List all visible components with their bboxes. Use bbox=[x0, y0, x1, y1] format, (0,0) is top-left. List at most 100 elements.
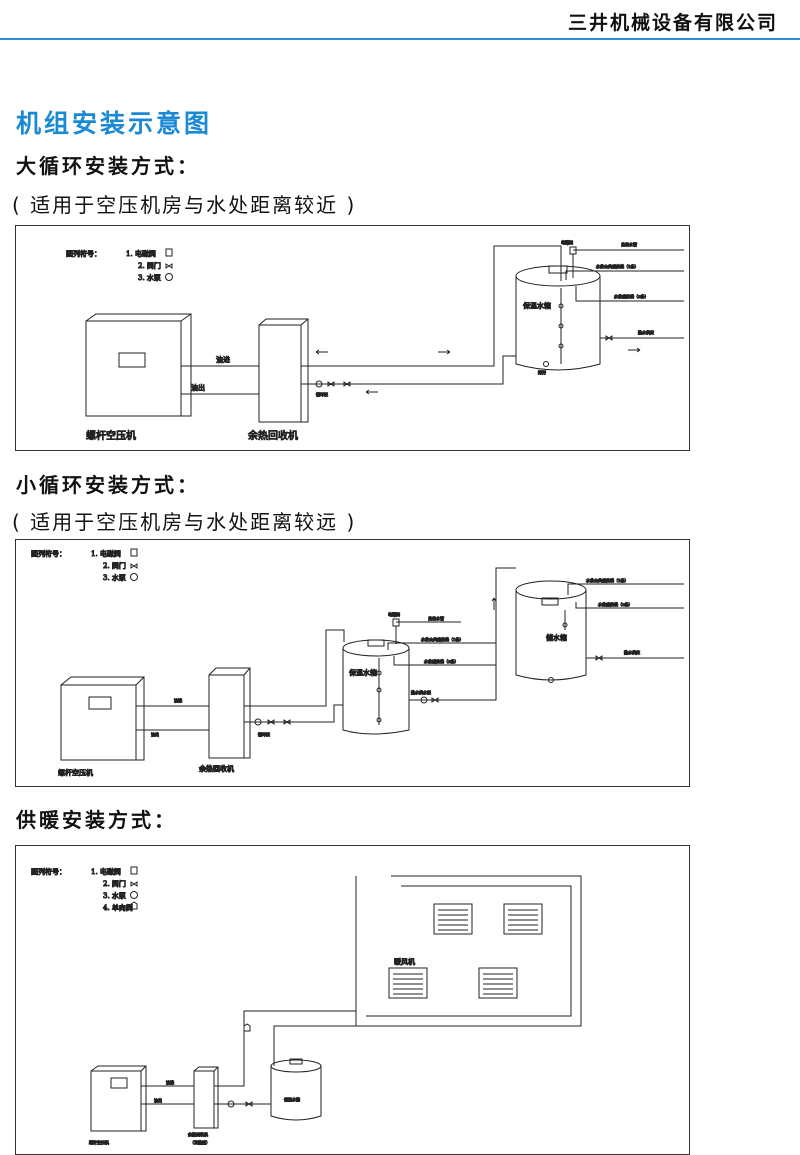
tank-top bbox=[270, 1059, 322, 1073]
level-common-label: 水位公共感应线（1条） bbox=[421, 636, 464, 642]
hot-pump-label: 热水供水泵 bbox=[411, 689, 431, 695]
compressor-display bbox=[88, 696, 112, 710]
valve-icon bbox=[605, 335, 613, 341]
level-sensor bbox=[558, 303, 564, 309]
diagram-small-loop: 图列符号： 1. 电磁阀 2. 阀门 3. 水泵 螺杆空压机 余热回收机 油进 … bbox=[15, 539, 690, 787]
transfer-pipe bbox=[409, 567, 516, 701]
company-name: 三井机械设备有限公司 bbox=[567, 12, 778, 34]
diagram-heating-svg: 图列符号： 1. 电磁阀 2. 阀门 3. 水泵 4. 单向阀 暖风机 bbox=[31, 866, 582, 1146]
heat-recovery-unit bbox=[258, 318, 309, 423]
heating-loop-inner bbox=[366, 885, 572, 1017]
diagram-small-loop-svg: 图列符号： 1. 电磁阀 2. 阀门 3. 水泵 螺杆空压机 余热回收机 油进 … bbox=[31, 548, 684, 778]
compressor-label: 螺杆空压机 bbox=[86, 429, 136, 442]
valve-icon bbox=[431, 697, 439, 703]
level-sense-label-b: 水位感应线（3条） bbox=[598, 601, 633, 607]
return-pipe bbox=[301, 355, 516, 385]
tap-water-label: 自来水管 bbox=[621, 241, 637, 247]
pump-icon bbox=[254, 718, 262, 726]
tank-top bbox=[515, 580, 587, 600]
solenoid-valve-icon bbox=[130, 548, 138, 557]
legend-title: 图列符号： bbox=[31, 867, 66, 876]
valve-icon bbox=[165, 263, 173, 269]
section-subtitle-small-loop: ( 适用于空压机房与水处距离较远 ) bbox=[12, 510, 357, 534]
insulated-tank bbox=[270, 1066, 322, 1121]
level-sense-label: 水位感应线（3条） bbox=[424, 658, 459, 664]
pump-label: 循环泵 bbox=[258, 731, 270, 737]
pump-icon bbox=[130, 891, 138, 899]
tank-label: 保温水箱 bbox=[284, 1096, 300, 1102]
heat-recovery-unit bbox=[193, 1066, 219, 1129]
compressor-display bbox=[118, 352, 146, 368]
compressor-label: 螺杆空压机 bbox=[89, 1139, 109, 1145]
legend-item: 3. 水泵 bbox=[103, 573, 126, 582]
screw-compressor bbox=[90, 1065, 147, 1132]
drain-valve bbox=[543, 361, 549, 367]
legend-item: 4. 单向阀 bbox=[103, 903, 133, 912]
valve-icon bbox=[130, 563, 138, 569]
level-common-line bbox=[387, 642, 496, 650]
hot-water-label: 热水供应 bbox=[624, 649, 640, 655]
diagram-big-loop-svg: 图列符号： 1. 电磁阀 2. 阀门 3. 水泵 螺杆空压机 余热回收机 油进 … bbox=[66, 239, 684, 443]
pump-icon bbox=[420, 696, 428, 704]
section-title-small-loop: 小循环安装方式： bbox=[16, 473, 200, 497]
tank-lid bbox=[548, 265, 568, 274]
unit-heater bbox=[478, 967, 518, 999]
compressor-display bbox=[110, 1077, 128, 1089]
tank-top bbox=[342, 639, 410, 657]
tank-top bbox=[515, 265, 601, 287]
legend-item: 3. 水泵 bbox=[138, 273, 161, 282]
drain-label: 排污 bbox=[538, 369, 546, 375]
solenoid-label: 电磁阀 bbox=[561, 239, 573, 245]
level-common-line bbox=[567, 583, 684, 595]
legend-item: 1. 电磁阀 bbox=[91, 549, 121, 558]
supply-pipe bbox=[301, 245, 562, 367]
level-common-label-b: 水位公共感应线（1条） bbox=[586, 577, 629, 583]
legend-title: 图列符号： bbox=[31, 549, 66, 558]
level-sense-label: 水位感应线（3条） bbox=[614, 293, 649, 299]
tank-lid bbox=[289, 1058, 303, 1065]
legend-title: 图列符号： bbox=[66, 249, 101, 258]
legend-item: 3. 水泵 bbox=[103, 891, 126, 900]
valve-icon bbox=[327, 381, 351, 387]
section-title-heating: 供暖安装方式： bbox=[16, 808, 177, 832]
diagram-heating: 图列符号： 1. 电磁阀 2. 阀门 3. 水泵 4. 单向阀 暖风机 bbox=[15, 845, 690, 1155]
return-pipe bbox=[273, 1025, 366, 1066]
legend-item: 2. 阀门 bbox=[103, 561, 126, 570]
legend-item: 2. 阀门 bbox=[138, 261, 161, 270]
oil-out-label: 油出 bbox=[191, 383, 205, 392]
tank-label: 保温水箱 bbox=[523, 301, 551, 310]
insulated-tank bbox=[342, 648, 410, 735]
screw-compressor bbox=[60, 676, 145, 761]
valve-icon bbox=[130, 881, 138, 887]
screw-compressor bbox=[85, 313, 192, 417]
unit-heater bbox=[433, 903, 473, 935]
section-subtitle-big-loop: ( 适用于空压机房与水处距离较近 ) bbox=[12, 193, 357, 217]
heater-label: 暖风机 bbox=[394, 957, 415, 966]
storage-label: 储水箱 bbox=[546, 633, 567, 642]
valve-icon bbox=[245, 1101, 253, 1107]
flow-arrow bbox=[491, 597, 497, 610]
recovery-label: 余热回收机 bbox=[248, 429, 298, 442]
level-common-label: 水位公共感应线（1条） bbox=[596, 263, 639, 269]
check-valve-icon bbox=[243, 1023, 251, 1032]
tank-label: 保温水箱 bbox=[349, 668, 377, 677]
legend-item: 1. 电磁阀 bbox=[91, 867, 121, 876]
level-common-line bbox=[565, 270, 684, 280]
flow-arrow bbox=[628, 347, 641, 353]
solenoid-valve-icon bbox=[130, 866, 138, 875]
oil-out-label: 油出 bbox=[151, 731, 159, 737]
unit-heater bbox=[388, 967, 428, 999]
level-sensor bbox=[558, 343, 564, 349]
oil-in-label: 油进 bbox=[174, 697, 182, 703]
solenoid-label: 电磁阀 bbox=[388, 611, 400, 617]
supply-pipe bbox=[214, 1010, 356, 1087]
pump-icon bbox=[130, 573, 138, 581]
unit-heater bbox=[503, 903, 543, 935]
pump-icon bbox=[165, 273, 173, 281]
valve-icon bbox=[595, 655, 603, 661]
insulated-tank bbox=[515, 276, 601, 371]
level-sensor bbox=[376, 687, 382, 693]
solenoid-valve-icon bbox=[165, 248, 173, 257]
flow-arrow bbox=[365, 389, 378, 395]
level-sensor bbox=[376, 670, 382, 676]
